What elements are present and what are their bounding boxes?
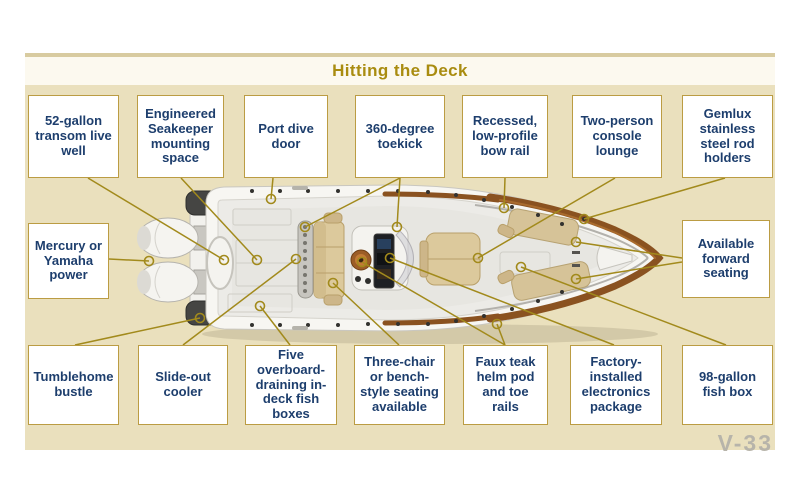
outboard-motors xyxy=(137,217,211,303)
leader-98-fish-box xyxy=(520,266,727,346)
leader-fish-boxes xyxy=(259,305,291,346)
callout-label: 98-gallon fish box xyxy=(698,369,757,399)
callout-bow-rail: Recessed, low-profile bow rail xyxy=(462,95,548,178)
callout-rod-holders: Gemlux stainless steel rod holders xyxy=(682,95,773,178)
title-band: Hitting the Deck xyxy=(25,57,775,85)
page-title: Hitting the Deck xyxy=(332,61,468,80)
console-lounge-seat xyxy=(419,232,481,286)
callout-label: Slide-out cooler xyxy=(155,369,211,399)
callout-label: 360-degree toekick xyxy=(365,120,435,151)
console-windshield xyxy=(395,230,414,288)
leader-dive-door xyxy=(270,177,274,200)
callout-label: Port dive door xyxy=(258,120,314,151)
callout-tumblehome-bustle: Tumblehome bustle xyxy=(28,345,119,425)
callout-label: 52-gallon transom live well xyxy=(35,113,112,158)
callout-label: Available forward seating xyxy=(697,235,755,281)
callout-label: Recessed, low-profile bow rail xyxy=(472,113,538,158)
leader-lines xyxy=(74,177,727,346)
callout-seakeeper-space: Engineered Seakeeper mounting space xyxy=(137,95,224,178)
callout-in-deck-fish-boxes: Five overboard-draining in-deck fish box… xyxy=(245,345,337,425)
teak-bow-rub-rail xyxy=(486,193,664,323)
leader-electronics xyxy=(389,257,615,346)
callout-label: Five overboard-draining in-deck fish box… xyxy=(255,346,327,422)
leader-seakeeper xyxy=(180,177,258,261)
callout-helm-pod-toe-rails: Faux teak helm pod and toe rails xyxy=(463,345,548,425)
callout-bench-seating: Three-chair or bench-style seating avail… xyxy=(354,345,445,425)
callout-label: Tumblehome bustle xyxy=(33,369,114,399)
callout-label: Gemlux stainless steel rod holders xyxy=(699,105,756,166)
callout-console-lounge: Two-person console lounge xyxy=(572,95,662,178)
leader-tumblehome xyxy=(74,317,201,346)
gunwale-fittings xyxy=(250,186,586,330)
callout-98-gallon-fish-box: 98-gallon fish box xyxy=(682,345,773,425)
top-accent-strip xyxy=(25,53,775,57)
callout-label: Three-chair or bench-style seating avail… xyxy=(360,354,439,414)
callout-electronics: Factory-installed electronics package xyxy=(570,345,662,425)
leader-console-lounge xyxy=(477,177,616,259)
leader-toekick-b xyxy=(396,177,401,228)
leader-helm-pod xyxy=(361,261,506,346)
leader-live-well xyxy=(87,177,225,261)
callout-port-dive-door: Port dive door xyxy=(244,95,328,178)
leader-cooler xyxy=(182,258,297,346)
callout-label: Mercury or Yamaha power xyxy=(34,237,103,283)
callout-label: Faux teak helm pod and toe rails xyxy=(475,354,536,414)
leader-toe-rails xyxy=(496,323,506,346)
callout-toekick: 360-degree toekick xyxy=(355,95,445,178)
callout-label: Engineered Seakeeper mounting space xyxy=(145,105,216,166)
model-badge: V-33 xyxy=(717,430,773,456)
leader-rings xyxy=(143,193,590,330)
callout-power: Mercury or Yamaha power xyxy=(28,223,109,299)
leader-forward-seating-a xyxy=(575,241,683,259)
callout-slide-out-cooler: Slide-out cooler xyxy=(138,345,228,425)
leader-bench-seating xyxy=(332,282,400,346)
callout-forward-seating: Available forward seating xyxy=(682,220,770,298)
callout-label: Factory-installed electronics package xyxy=(581,354,651,414)
deck-hatches xyxy=(227,208,551,313)
anchor-locker xyxy=(596,245,633,271)
leader-rod-holders xyxy=(583,177,726,220)
callout-label: Two-person console lounge xyxy=(580,113,654,158)
bow-seating xyxy=(497,208,633,301)
leader-toekick-a xyxy=(304,177,401,228)
callout-transom-live-well: 52-gallon transom live well xyxy=(28,95,119,178)
leader-power xyxy=(108,258,150,262)
leader-forward-seating-b xyxy=(575,261,683,280)
